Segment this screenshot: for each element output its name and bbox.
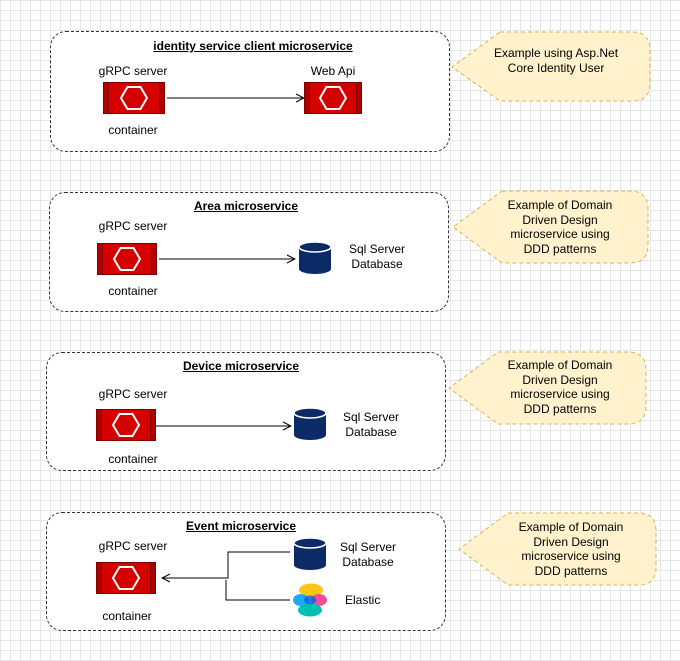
device-container-label: container [108,452,158,466]
device-db-label-line1: Sql Server [342,410,400,424]
event-elastic-label: Elastic [345,593,381,607]
event-database-icon[interactable] [293,537,327,571]
event-grpc-label: gRPC server [98,539,168,553]
device-container-icon[interactable] [96,409,156,441]
area-service-title: Area microservice [193,199,299,213]
identity-grpc-label: gRPC server [98,64,168,78]
event-container-label: container [102,609,152,623]
device-service-title: Device microservice [182,359,300,373]
event-db-connector [162,551,290,578]
event-db-label-line2: Database [342,555,394,569]
area-note-callout[interactable] [452,190,649,264]
identity-service-title: identity service client microservice [153,39,353,53]
identity-webapi-icon[interactable] [304,82,362,114]
area-container-icon[interactable] [97,243,157,275]
identity-note-callout[interactable] [451,31,651,102]
event-note-callout[interactable] [458,512,657,586]
identity-webapi-label: Web Api [310,64,356,78]
device-database-icon[interactable] [293,407,327,441]
event-db-label-line1: Sql Server [339,540,397,554]
area-container-label: container [108,284,158,298]
area-db-label-line1: Sql Server [348,242,406,256]
area-grpc-label: gRPC server [98,219,168,233]
identity-container-label: container [108,123,158,137]
device-grpc-label: gRPC server [98,387,168,401]
area-database-icon[interactable] [298,241,332,275]
elastic-logo-icon[interactable] [292,583,328,617]
area-db-label-line2: Database [351,257,403,271]
device-note-callout[interactable] [448,351,647,425]
event-elastic-connector [225,580,290,601]
device-db-label-line2: Database [345,425,397,439]
event-container-icon[interactable] [96,562,156,594]
identity-container-icon[interactable] [103,82,165,114]
event-service-title: Event microservice [185,519,297,533]
